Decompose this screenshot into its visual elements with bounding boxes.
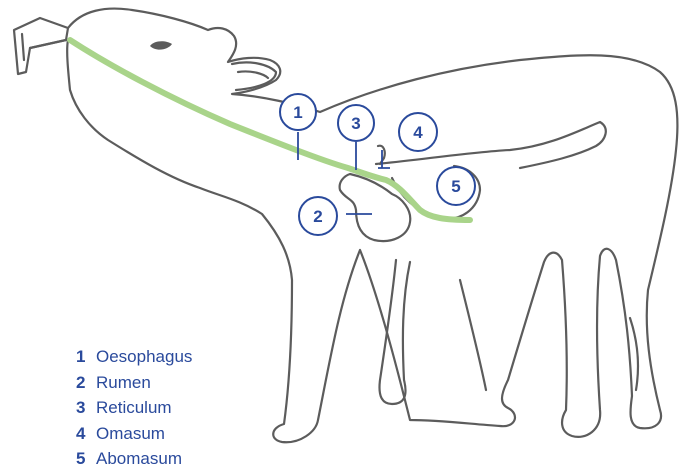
legend-number: 5 xyxy=(76,446,96,472)
eye-icon xyxy=(150,41,172,49)
callout-number: 4 xyxy=(413,123,423,142)
callout-number: 2 xyxy=(313,207,322,226)
legend-label: Rumen xyxy=(96,373,151,392)
callout-2: 2 xyxy=(299,197,337,235)
legend-label: Abomasum xyxy=(96,449,182,468)
legend-label: Oesophagus xyxy=(96,347,192,366)
callout-number: 3 xyxy=(351,114,360,133)
callout-3: 3 xyxy=(338,105,374,141)
legend-number: 4 xyxy=(76,421,96,447)
legend-number: 2 xyxy=(76,370,96,396)
legend-number: 1 xyxy=(76,344,96,370)
callout-5: 5 xyxy=(437,167,475,205)
legend-label: Omasum xyxy=(96,424,165,443)
callout-1: 1 xyxy=(280,94,316,130)
callout-number: 1 xyxy=(293,103,302,122)
callout-number: 5 xyxy=(451,177,460,196)
callout-4: 4 xyxy=(399,113,437,151)
legend-label: Reticulum xyxy=(96,398,172,417)
legend-number: 3 xyxy=(76,395,96,421)
